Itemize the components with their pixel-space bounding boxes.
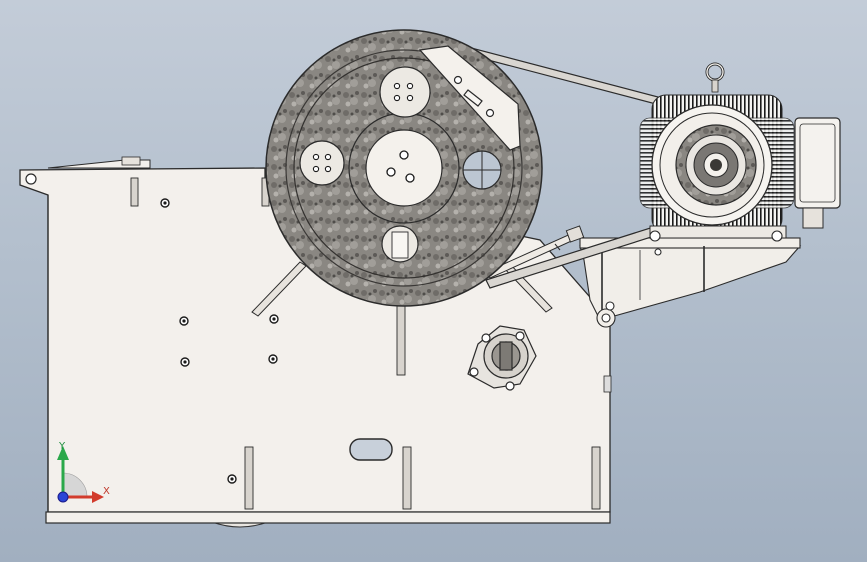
flywheel xyxy=(265,29,543,307)
frame-base-plate xyxy=(45,511,611,524)
electric-motor xyxy=(639,62,841,242)
lifting-lug-hole xyxy=(25,173,37,185)
terminal-box xyxy=(794,117,841,209)
axis-y-label: Y xyxy=(59,441,66,452)
eccentric-shaft xyxy=(467,325,537,391)
axis-x-label: X xyxy=(103,486,110,497)
toggle-tension-rod xyxy=(485,225,585,279)
motor-pulley xyxy=(675,124,757,206)
belt-guard xyxy=(418,45,521,151)
coordinate-triad-icon xyxy=(57,446,104,503)
frame-slot xyxy=(349,438,393,461)
